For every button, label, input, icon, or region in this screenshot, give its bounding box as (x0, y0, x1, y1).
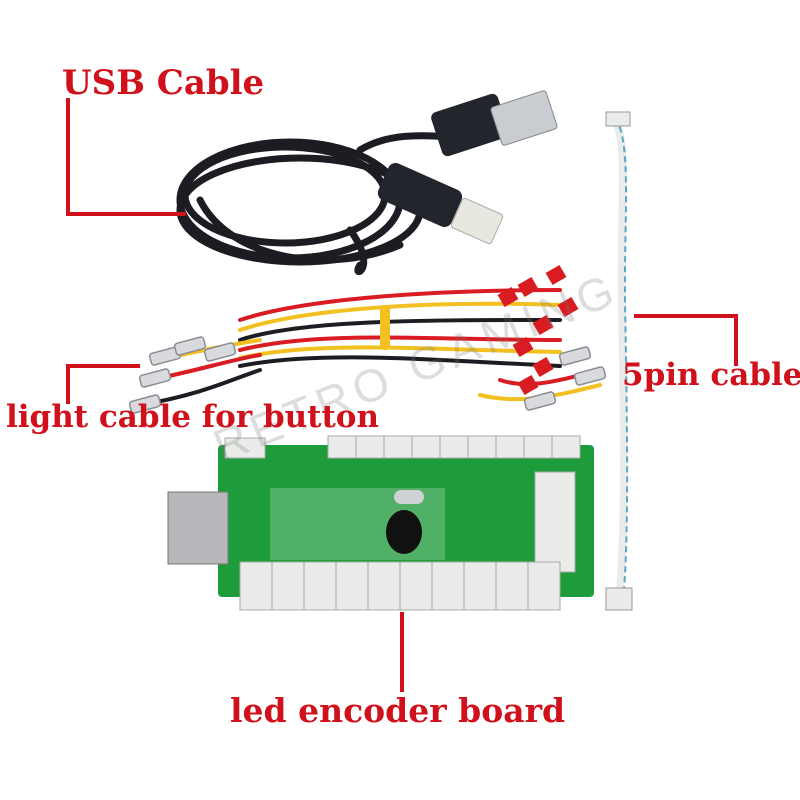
usb-callout-line (66, 98, 186, 216)
board-bottom-headers (239, 561, 561, 611)
red-connectors (497, 264, 579, 396)
light-cable-label: light cable for button (6, 399, 380, 435)
board-top-headers (224, 435, 581, 459)
usb-a-plug (431, 90, 558, 157)
light-cable-callout-line (66, 364, 140, 404)
usb-cable-label: USB Cable (62, 63, 265, 103)
callout-lines (66, 98, 738, 692)
five-pin-cable-label: 5pin cable (622, 357, 800, 393)
five-pin-cable (605, 111, 633, 611)
five-pin-callout-line (634, 314, 738, 366)
spade-terminals (128, 336, 607, 414)
cable-tie (380, 305, 390, 350)
led-encoder-board-label: led encoder board (230, 691, 566, 730)
usb-b-plug (377, 163, 504, 245)
encoder-board (167, 445, 594, 597)
